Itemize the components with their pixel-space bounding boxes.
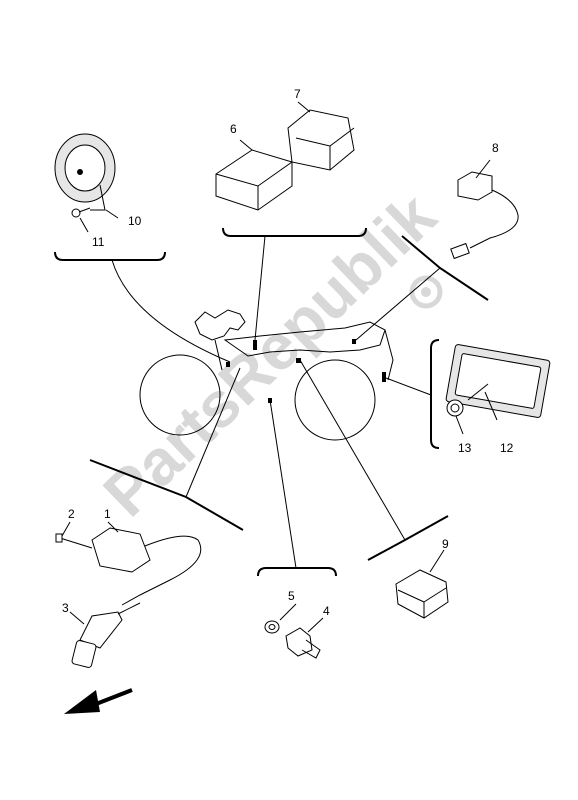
callout-2: 2 bbox=[68, 507, 75, 521]
relay-unit-part bbox=[215, 149, 293, 211]
leader-lines bbox=[61, 101, 498, 633]
watermark-text: PartsRepublik bbox=[90, 179, 450, 530]
relay-group-bracket bbox=[222, 227, 367, 341]
callout-12: 12 bbox=[500, 441, 514, 455]
callout-8: 8 bbox=[492, 141, 499, 155]
washer-part bbox=[264, 620, 280, 634]
callout-1: 1 bbox=[104, 507, 111, 521]
callout-3: 3 bbox=[62, 601, 69, 615]
horn-part bbox=[54, 133, 116, 211]
motorcycle-outline bbox=[139, 309, 394, 441]
coil-bolt-part bbox=[55, 533, 93, 549]
watermark: PartsRepublik bbox=[90, 179, 450, 530]
ignition-coil-part bbox=[91, 527, 202, 606]
callout-labels: 1 2 3 4 5 6 7 8 9 10 11 12 13 bbox=[62, 87, 514, 618]
callout-13: 13 bbox=[458, 441, 472, 455]
neutral-switch-part bbox=[285, 627, 321, 659]
horn-group-bracket bbox=[54, 251, 231, 363]
gear-icon bbox=[409, 275, 443, 309]
plug-cap-part bbox=[71, 602, 141, 668]
flasher-relay-part bbox=[395, 569, 449, 619]
switch-part bbox=[450, 171, 519, 260]
callout-10: 10 bbox=[128, 214, 142, 228]
callout-4: 4 bbox=[323, 604, 330, 618]
horn-bolt-part bbox=[71, 207, 91, 218]
reflector-part bbox=[445, 344, 551, 418]
reflector-nut-part bbox=[446, 399, 464, 417]
ignition-group-bracket bbox=[89, 367, 244, 531]
reflector-group-bracket bbox=[385, 339, 440, 449]
callout-6: 6 bbox=[230, 122, 237, 136]
callout-7: 7 bbox=[294, 87, 301, 101]
connector-unit-part bbox=[287, 109, 355, 171]
flasher-group-bracket bbox=[299, 359, 449, 561]
callout-11: 11 bbox=[92, 235, 105, 249]
front-arrow-icon bbox=[64, 688, 133, 714]
switch-group-bracket bbox=[355, 235, 489, 341]
sensor-group-bracket bbox=[257, 399, 337, 577]
callout-9: 9 bbox=[442, 537, 449, 551]
callout-5: 5 bbox=[288, 589, 295, 603]
